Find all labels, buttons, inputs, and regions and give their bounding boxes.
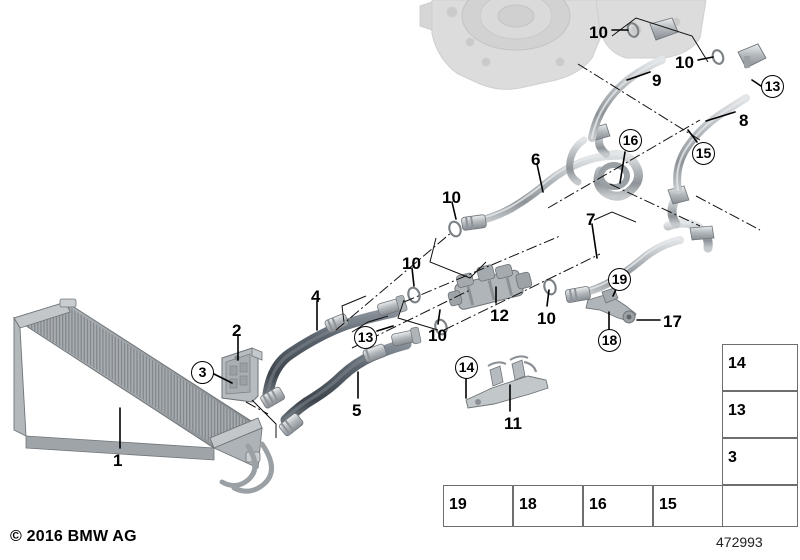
copyright-notice: © 2016 BMW AG	[10, 528, 137, 545]
leader-line-10	[451, 201, 457, 220]
legend-cell-18	[513, 485, 583, 527]
legend-cell-3	[722, 438, 798, 485]
leader-line-8	[705, 111, 736, 122]
leader-line-13	[376, 325, 394, 332]
callout-label-10-12: 10	[402, 254, 421, 273]
legend-number-3: 3	[728, 449, 737, 466]
legend-number-13: 13	[728, 402, 746, 419]
callout-label-7-6: 7	[586, 210, 596, 229]
leader-line-10	[411, 267, 415, 287]
leader-line-16	[619, 151, 626, 184]
part-10-o-ring-seals	[407, 22, 725, 336]
legend-number-15: 15	[659, 496, 677, 513]
callout-label-13-18: 13	[354, 326, 377, 349]
callout-label-4-3: 4	[311, 287, 321, 306]
callout-label-14-19: 14	[455, 356, 478, 379]
leader-line-3	[213, 373, 233, 384]
callout-label-5-4: 5	[352, 401, 362, 420]
callout-label-16-21: 16	[619, 129, 642, 152]
legend-number-14: 14	[728, 355, 746, 372]
transmission-housing-ghost	[419, 0, 707, 90]
callout-label-17-22: 17	[663, 312, 682, 331]
callout-label-19-24: 19	[608, 268, 631, 291]
leader-line-6	[536, 163, 544, 193]
leader-line-7	[591, 223, 598, 259]
legend-cell-13	[722, 391, 798, 438]
callout-label-6-5: 6	[531, 150, 541, 169]
callout-label-10-11: 10	[442, 188, 461, 207]
legend-cell-14	[722, 344, 798, 391]
legend-number-19: 19	[449, 496, 467, 513]
leader-line-13	[751, 79, 762, 87]
leader-line-10	[437, 309, 441, 325]
callout-label-10-9: 10	[589, 23, 608, 42]
leader-line-15	[687, 129, 698, 143]
callout-label-9-8: 9	[652, 71, 662, 90]
part-11-line-bracket	[465, 355, 549, 409]
part-7-oil-cooler-line-lower	[565, 185, 715, 303]
legend-number-16: 16	[589, 496, 607, 513]
callout-label-11-15: 11	[504, 414, 522, 433]
part-5-oil-cooler-line-return	[279, 326, 422, 437]
leader-bracket-lines	[251, 17, 709, 438]
legend-cell-19	[443, 485, 513, 527]
callout-label-15-20: 15	[692, 142, 715, 165]
callout-leader-lines	[119, 29, 762, 449]
part-12-thermostat-valve-block	[447, 264, 533, 310]
legend-cell-direction-arrow	[722, 485, 798, 527]
callout-label-1-0: 1	[113, 451, 123, 470]
callout-label-8-7: 8	[739, 111, 749, 130]
legend-number-18: 18	[519, 496, 537, 513]
part-6-oil-cooler-line-upper	[461, 123, 643, 231]
callout-label-10-10: 10	[675, 53, 694, 72]
legend-cell-16	[583, 485, 653, 527]
part-9-oil-cooler-line-transmission-a	[566, 17, 679, 186]
part-17-holder	[585, 287, 637, 324]
part-8-oil-cooler-line-transmission-b	[673, 43, 767, 194]
callout-label-12-16: 12	[490, 306, 509, 325]
diagram-part-number: 472993	[716, 534, 763, 550]
callout-label-10-14: 10	[537, 309, 556, 328]
callout-label-2-1: 2	[232, 321, 242, 340]
leader-line-9	[626, 71, 651, 81]
leader-line-10	[546, 289, 550, 307]
callout-label-18-23: 18	[598, 329, 621, 352]
leader-line-10	[697, 56, 714, 61]
callout-label-10-13: 10	[428, 326, 447, 345]
part-2-oil-cooler-bracket	[221, 347, 263, 403]
part-4-oil-cooler-line-feed	[260, 295, 408, 409]
legend-cell-15	[653, 485, 723, 527]
callout-label-13-17: 13	[761, 75, 784, 98]
callout-label-3-2: 3	[191, 361, 214, 384]
